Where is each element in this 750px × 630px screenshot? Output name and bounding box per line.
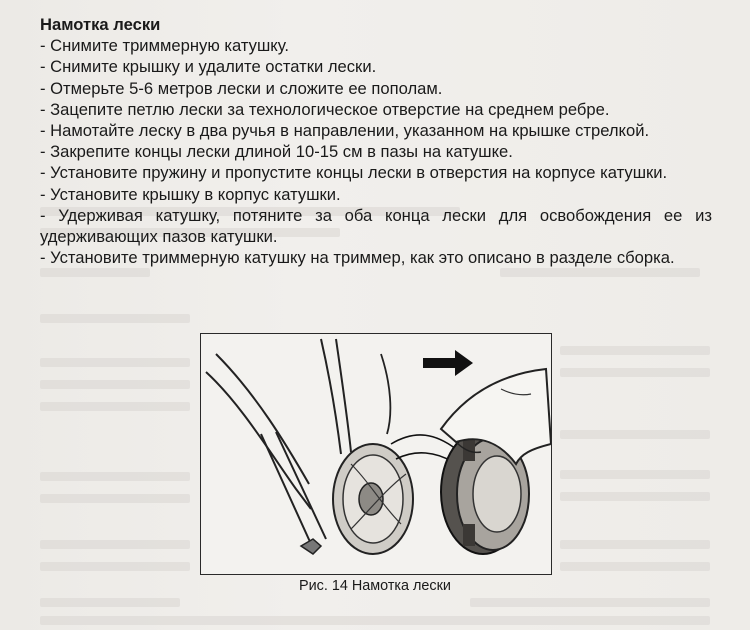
step-9: - Удерживая катушку, потяните за оба кон… [40, 205, 712, 247]
step-2: - Снимите крышку и удалите остатки лески… [40, 57, 377, 77]
figure-trimmer-spool [200, 333, 552, 575]
right-arrow-icon [423, 350, 473, 376]
section-title: Намотка лески [40, 15, 161, 34]
instructions-block: Намотка лески - Снимите триммерную катуш… [40, 14, 712, 268]
step-4: - Зацепите петлю лески за технологическо… [40, 99, 610, 119]
step-1: - Снимите триммерную катушку. [40, 36, 289, 56]
step-3: - Отмерьте 5-6 метров лески и сложите ее… [40, 78, 443, 98]
step-5: - Намотайте леску в два ручья в направле… [40, 121, 650, 141]
step-10: - Установите триммерную катушку на тримм… [40, 248, 675, 268]
figure-caption: Рис. 14 Намотка лески [299, 578, 451, 594]
spool-illustration [205, 338, 551, 555]
step-8: - Установите крышку в корпус катушки. [40, 184, 341, 204]
step-6: - Закрепите концы лески длиной 10-15 см … [40, 142, 513, 162]
step-7: - Установите пружину и пропустите концы … [40, 163, 668, 183]
